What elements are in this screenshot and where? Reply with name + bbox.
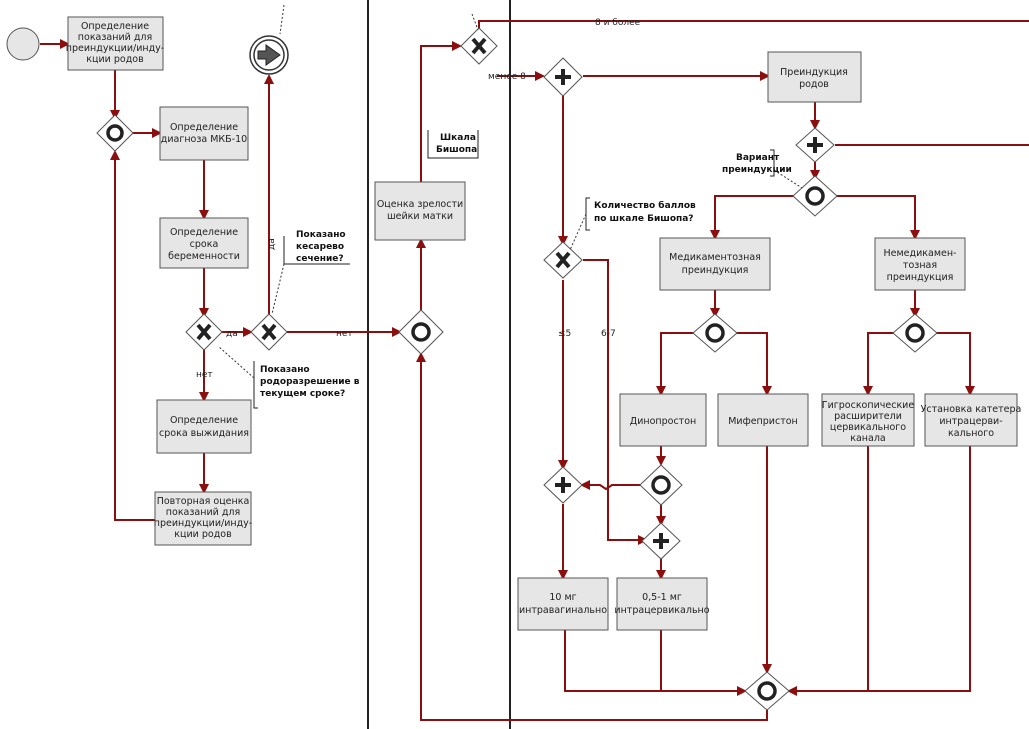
task-medical-preinduction: Медикаментозная преиндукция <box>659 237 771 291</box>
task-line: показаний для <box>78 32 152 43</box>
task-preinduction: Преиндукция родов <box>767 51 862 103</box>
task-indications: Определение показаний для преиндукции/ин… <box>66 16 164 71</box>
task-line: преиндукции/инду- <box>154 518 252 529</box>
task-10mg-intravaginal: 10 мг интравагинально <box>517 577 609 631</box>
task-gestation-term: Определение срока беременности <box>159 217 249 269</box>
task-reassessment: Повторная оценка показаний для преиндукц… <box>154 491 252 546</box>
task-line: тозная <box>903 260 937 271</box>
task-line: 0,5-1 мг <box>642 592 682 603</box>
annotation-bishop-score: Количество баллов по шкале Бишопа? <box>569 197 696 251</box>
task-line: преиндукции/инду- <box>66 43 164 54</box>
annotation-line: Показано <box>296 230 346 240</box>
task-line: Определение <box>170 122 238 133</box>
task-line: Определение <box>170 227 238 238</box>
gateway-exclusive-score <box>543 241 583 279</box>
task-cervix-ripeness: Оценка зрелости шейки матки <box>374 181 466 241</box>
gateway-parallel-split <box>543 57 583 97</box>
gateway-inclusive-nonmedical <box>892 313 938 353</box>
task-line: Установка катетера <box>921 404 1022 415</box>
task-line: интрацервикально <box>614 605 709 616</box>
flow-label-6-7: 6-7 <box>601 329 616 339</box>
task-line: кции родов <box>86 54 144 65</box>
task-line: 10 мг <box>549 592 576 603</box>
task-line: преиндукция <box>682 265 749 276</box>
task-line: кального <box>948 428 994 439</box>
gateway-exclusive-term <box>185 313 223 351</box>
annotation-line: родоразрешение в <box>260 377 360 387</box>
task-line: шейки матки <box>387 211 453 222</box>
flow-label-no-right: нет <box>336 329 353 339</box>
gateway-inclusive-dinoprostone <box>639 464 683 506</box>
gateway-exclusive-cesarean <box>250 313 288 351</box>
annotation-line: сечение? <box>296 254 344 264</box>
link-event <box>249 35 289 75</box>
task-line: Оценка зрелости <box>377 199 463 210</box>
annotation-bishop-scale: Шкала Бишопа <box>427 130 479 159</box>
annotation-line: Показано <box>260 365 310 375</box>
annotation-line: Шкала <box>440 133 476 143</box>
flow-label-yes-vertical: да <box>267 238 277 250</box>
gateway-inclusive-1 <box>96 114 134 152</box>
task-catheter: Установка катетера интрацерви- кального <box>921 393 1022 447</box>
gateway-inclusive-variant <box>792 175 838 217</box>
task-line: Повторная оценка <box>157 496 250 507</box>
annotation-line: по шкале Бишопа? <box>594 214 694 224</box>
task-line: Преиндукция <box>780 67 848 78</box>
task-intracervical-dose: 0,5-1 мг интрацервикально <box>614 577 710 631</box>
task-line: расширители <box>834 411 902 422</box>
flow-label-le-5: ≤5 <box>558 329 571 339</box>
task-hygroscopic-dilators: Гигроскопические расширители цервикально… <box>821 393 915 447</box>
task-line: интрацерви- <box>939 416 1002 427</box>
task-nonmedical-preinduction: Немедикамен- тозная преиндукция <box>874 237 966 291</box>
gateway-parallel-left <box>543 466 583 504</box>
task-line: Определение <box>170 415 238 426</box>
task-line: Определение <box>81 21 149 32</box>
task-line: Динопростон <box>630 416 696 427</box>
annotation-line: кесарево <box>296 242 344 252</box>
gateway-inclusive-merge-left <box>398 309 444 355</box>
task-line: диагноза МКБ-10 <box>161 134 247 145</box>
annotation-line: Вариант <box>736 153 780 163</box>
task-line: Гигроскопические <box>822 400 915 411</box>
task-line: срока выжидания <box>159 428 249 439</box>
gateway-inclusive-medical <box>692 313 738 353</box>
gateway-parallel-right <box>641 522 681 560</box>
gateway-exclusive-score-8 <box>460 27 498 65</box>
annotation-connector <box>471 13 479 31</box>
annotation-line: преиндукции <box>722 165 792 175</box>
task-line: преиндукция <box>887 272 954 283</box>
task-line: интравагинально <box>519 605 607 616</box>
flow-label-8-plus: 8 и более <box>595 18 641 28</box>
annotation-delivery-now: Показано родоразрешение в текущем сроке? <box>217 345 360 409</box>
task-line: срока <box>190 239 219 250</box>
task-line: канала <box>850 433 886 444</box>
annotation-line: Бишопа <box>436 145 477 155</box>
gateway-inclusive-final <box>744 671 790 711</box>
sequence-flows <box>40 20 1029 721</box>
task-line: кции родов <box>174 529 232 540</box>
task-line: родов <box>799 79 829 90</box>
start-event <box>6 27 40 61</box>
task-line: Немедикамен- <box>884 248 957 259</box>
annotation-line: Количество баллов <box>594 200 696 211</box>
annotation-cesarean: Показано кесарево сечение? <box>271 4 350 315</box>
flow-label-yes: да <box>226 329 238 339</box>
annotation-line: текущем сроке? <box>260 389 345 399</box>
annotation-variant: Вариант преиндукции <box>722 149 803 189</box>
task-line: цервикального <box>830 422 906 433</box>
task-icd-diagnosis: Определение диагноза МКБ-10 <box>159 106 249 161</box>
task-dinoprostone: Динопростон <box>619 393 707 447</box>
task-line: Медикаментозная <box>669 252 761 263</box>
task-line: показаний для <box>166 507 240 518</box>
task-mifepristone: Мифепристон <box>717 393 809 447</box>
task-waiting-term: Определение срока выжидания <box>156 399 252 454</box>
gateway-parallel-preinduction <box>795 127 835 163</box>
task-line: беременности <box>168 251 240 262</box>
task-line: Мифепристон <box>728 416 798 427</box>
flow-label-no: нет <box>196 370 213 380</box>
flow-label-less-8: менее 8 <box>488 72 526 82</box>
